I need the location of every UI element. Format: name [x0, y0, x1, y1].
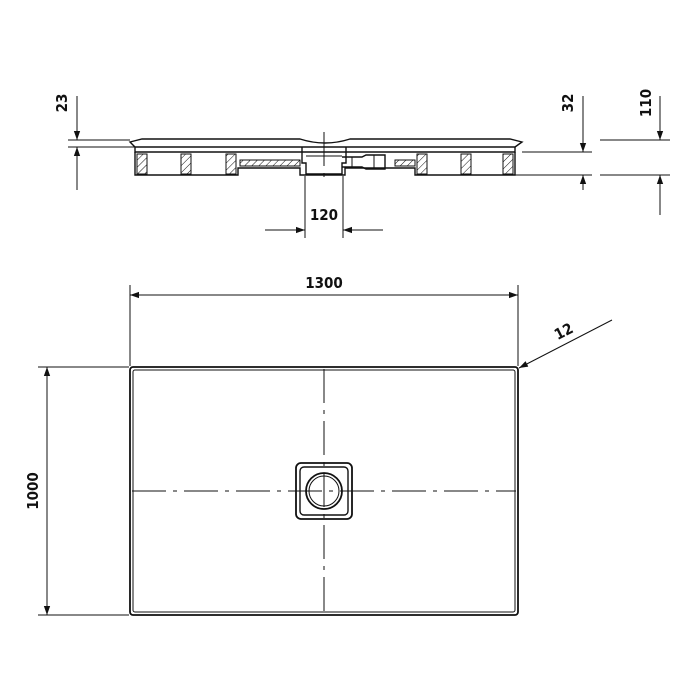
dimension-width: 1000	[24, 366, 129, 616]
support-block	[460, 153, 472, 175]
tray-outline	[129, 366, 519, 616]
support-rib	[239, 159, 301, 167]
base-height-label: 32	[559, 94, 577, 113]
support-block	[225, 153, 237, 175]
length-label: 1300	[305, 274, 343, 292]
dimension-length: 1300	[129, 274, 519, 366]
top-plan-view	[129, 366, 519, 616]
drain-width-label: 120	[310, 206, 338, 224]
side-section-view	[128, 132, 524, 184]
tray-base-frame	[134, 152, 516, 176]
drain-grate	[295, 462, 353, 520]
rim-height-label: 23	[53, 94, 71, 113]
support-block	[180, 153, 192, 175]
dimension-corner-radius: 12	[518, 319, 613, 369]
support-block	[502, 153, 514, 175]
dimension-drain-width: 120	[265, 176, 383, 238]
total-height-label: 110	[637, 89, 655, 117]
tray-top-surface	[128, 138, 524, 148]
dimension-total-height: 110	[600, 89, 670, 215]
support-block	[416, 153, 428, 175]
support-rib	[394, 159, 416, 167]
support-block	[136, 153, 148, 175]
dimension-rim-height: 23	[53, 94, 135, 190]
dimension-base-height: 32	[515, 94, 592, 190]
drain-outlet-pipe	[342, 154, 386, 170]
tray-upper-body	[134, 147, 516, 153]
width-label: 1000	[24, 472, 42, 510]
